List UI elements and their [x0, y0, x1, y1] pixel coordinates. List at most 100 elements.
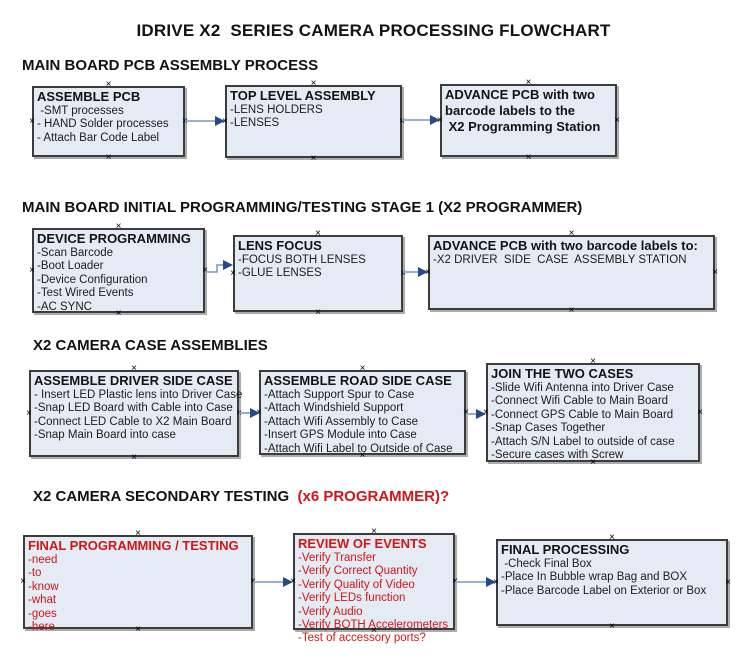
connection-point-icon: ×: [20, 576, 26, 587]
box-line: -need: [28, 554, 58, 566]
connection-point-icon: ×: [712, 266, 718, 278]
flow-arrow-elbow: [205, 260, 233, 273]
connection-point-icon: ×: [105, 79, 112, 90]
box-line: -SMT processes: [37, 105, 124, 117]
box-line: -to: [28, 567, 42, 580]
box-line: -Device Configuration: [37, 273, 148, 286]
box-line: -Attach Support Spur to Case: [264, 389, 415, 401]
connection-point-icon: ×: [359, 363, 366, 374]
connection-point-icon: ×: [135, 528, 141, 539]
connection-point-icon: ×: [310, 78, 317, 89]
box-line: -Snap LED Board with Cable into Case: [34, 402, 233, 415]
section-heading-case-assemblies: X2 CAMERA CASE ASSEMBLIES: [33, 337, 268, 354]
box-line: -goes: [28, 607, 57, 620]
flow-arrow: [403, 267, 428, 277]
box-line: -Test Wired Events: [37, 287, 134, 300]
box-line: -Verify Transfer: [298, 552, 376, 564]
connection-point-icon: ×: [131, 452, 137, 463]
box-line: -Scan Barcode: [37, 247, 114, 259]
connection-point-icon: ×: [315, 307, 321, 318]
box-line: -X2 DRIVER SIDE CASE ASSEMBLY STATION: [433, 254, 687, 266]
connection-point-icon: ×: [590, 356, 596, 367]
connection-point-icon: ×: [568, 228, 575, 239]
box-line: - HAND Solder processes: [37, 118, 169, 131]
connection-point-icon: ×: [525, 152, 532, 163]
box-line: - Insert LED Plastic lens into Driver Ca…: [34, 389, 243, 401]
connection-point-icon: ×: [697, 406, 703, 418]
section-heading-initial-programming: MAIN BOARD INITIAL PROGRAMMING/TESTING S…: [22, 199, 583, 216]
box-line: -what: [28, 594, 57, 607]
section-heading-secondary-testing: X2 CAMERA SECONDARY TESTING (x6 PROGRAMM…: [33, 488, 449, 505]
flow-arrow: [466, 409, 486, 419]
connection-point-icon: ×: [29, 264, 35, 276]
box-line: -Connect GPS Cable to Main Board: [491, 408, 674, 421]
box-line: X2 Programming Station: [445, 119, 601, 134]
box-line: -here: [28, 621, 55, 634]
box-line: -Connect LED Cable to X2 Main Board: [34, 415, 232, 428]
box-line: -Verify Correct Quantity: [298, 565, 418, 578]
connection-point-icon: ×: [371, 526, 377, 537]
flow-box-top-level-assembly: ×××× TOP LEVEL ASSEMBLY -LENS HOLDERS -L…: [222, 79, 405, 164]
box-line: -LENS HOLDERS: [230, 104, 323, 116]
box-title: DEVICE PROGRAMMING: [37, 231, 191, 246]
connection-point-icon: ×: [568, 305, 575, 316]
box-line: -Boot Loader: [37, 260, 104, 273]
box-line: -AC SYNC: [37, 300, 92, 313]
connection-point-icon: ×: [725, 576, 731, 588]
flow-arrow: [253, 577, 293, 587]
box-line: barcode labels to the: [445, 103, 576, 118]
section-heading-accent: (x6 PROGRAMMER)?: [293, 488, 450, 505]
box-line: -FOCUS BOTH LENSES: [238, 254, 366, 266]
connection-point-icon: ×: [315, 228, 321, 239]
box-line: -Attach S/N Label to outside of case: [491, 435, 675, 448]
box-line: -Attach Wifi Label to Outside of Case: [264, 442, 453, 455]
connection-point-icon: ×: [614, 114, 620, 126]
box-line: -Secure cases with Screw: [491, 449, 624, 462]
box-line: - Attach Bar Code Label: [37, 131, 160, 144]
flow-box-advance-pcb-programming-station: ×××× ADVANCE PCB with two barcode labels…: [437, 78, 620, 163]
box-line: -LENSES: [230, 117, 280, 130]
box-title: ASSEMBLE DRIVER SIDE CASE: [34, 373, 233, 388]
connection-point-icon: ×: [609, 621, 615, 632]
flow-box-device-programming: ×××× DEVICE PROGRAMMING -Scan Barcode -B…: [29, 222, 208, 319]
box-title: TOP LEVEL ASSEMBLY: [230, 88, 376, 103]
box-line: -Verify BOTH Accelerometers: [298, 619, 449, 632]
connection-point-icon: ×: [26, 407, 32, 419]
box-line: -Connect Wifi Cable to Main Board: [491, 395, 669, 408]
box-line: -Test of accessory ports?: [298, 632, 426, 645]
connection-point-icon: ×: [525, 77, 532, 88]
box-title: JOIN THE TWO CASES: [491, 366, 634, 381]
box-line: -Check Final Box: [501, 558, 592, 570]
connection-point-icon: ×: [131, 363, 137, 374]
flow-box-final-processing: ×××× FINAL PROCESSING -Check Final Box -…: [493, 533, 731, 632]
box-line: -Attach Wifi Assembly to Case: [264, 415, 419, 428]
flow-arrow: [455, 577, 496, 587]
flow-box-assemble-road-side-case: ×××× ASSEMBLE ROAD SIDE CASE -Attach Sup…: [256, 364, 469, 461]
box-line: -Attach Windshield Support: [264, 402, 404, 415]
section-heading-pcb-assembly: MAIN BOARD PCB ASSEMBLY PROCESS: [22, 57, 319, 74]
box-title: ADVANCE PCB with two: [445, 87, 595, 102]
box-line: -Place In Bubble wrap Bag and BOX: [501, 571, 688, 584]
box-line: -Verify Quality of Video: [298, 578, 415, 591]
flow-box-final-programming-testing: ×××× FINAL PROGRAMMING / TESTING -need -…: [20, 529, 256, 635]
box-title: FINAL PROGRAMMING / TESTING: [28, 538, 239, 553]
flow-box-lens-focus: ×××× LENS FOCUS -FOCUS BOTH LENSES -GLUE…: [230, 229, 406, 318]
box-line: -Insert GPS Module into Case: [264, 429, 417, 442]
box-title: REVIEW OF EVENTS: [298, 536, 427, 551]
flow-arrow: [239, 408, 260, 418]
box-line: -Verify Audio: [298, 605, 363, 618]
box-line: -know: [28, 580, 59, 593]
box-line: -GLUE LENSES: [238, 267, 322, 280]
box-line: -Place Barcode Label on Exterior or Box: [501, 584, 707, 597]
connection-point-icon: ×: [310, 153, 317, 164]
flow-box-assemble-driver-side-case: ×××× ASSEMBLE DRIVER SIDE CASE - Insert …: [26, 364, 243, 463]
flow-box-review-of-events: ×××× REVIEW OF EVENTS -Verify Transfer -…: [290, 527, 458, 645]
flow-arrow: [185, 116, 225, 126]
box-title: ASSEMBLE ROAD SIDE CASE: [264, 373, 452, 388]
box-title: FINAL PROCESSING: [501, 542, 630, 557]
flow-arrow: [402, 115, 440, 125]
connection-point-icon: ×: [609, 532, 615, 543]
box-title: ADVANCE PCB with two barcode labels to:: [433, 238, 698, 253]
flow-box-assemble-pcb: ×××× ASSEMBLE PCB -SMT processes - HAND …: [29, 80, 188, 163]
